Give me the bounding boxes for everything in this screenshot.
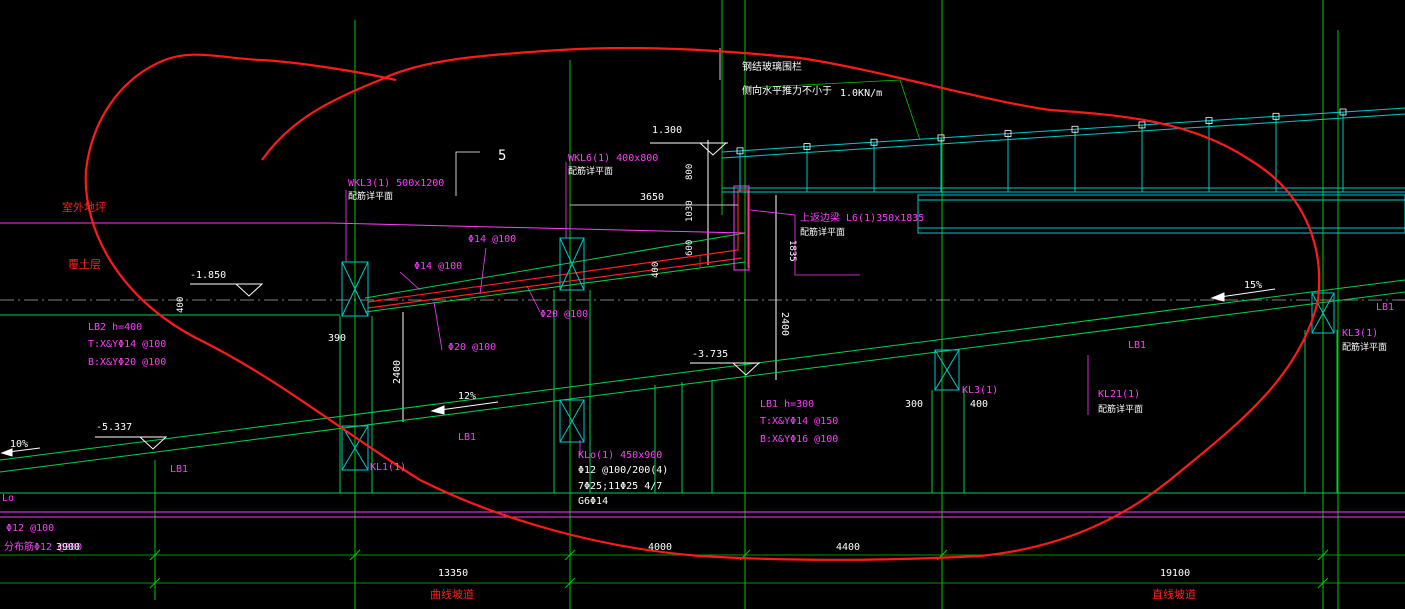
elevation-markers <box>95 142 761 450</box>
axis-lines <box>154 0 1339 609</box>
edge-beam-l6-note: 配筋详平面 <box>800 226 845 238</box>
guardrail-post-cap <box>1004 130 1012 137</box>
rebar-14-100-a: Φ14 @100 <box>468 234 516 245</box>
slope-12: 12% <box>458 391 476 402</box>
klo-label: KLo(1) 450x900 <box>578 450 662 461</box>
guardrail-post-cap <box>937 134 945 142</box>
outdoor-grade-label: 室外地坪 <box>62 200 106 214</box>
section-number: 5 <box>498 148 506 164</box>
dim-3900: 3900 <box>56 542 80 553</box>
klo-main-bars: 7Φ25;11Φ25 4/7 <box>578 481 662 492</box>
lb1-label-low: LB1 <box>458 432 476 443</box>
lb2-top-rebar: T:X&YΦ14 @100 <box>88 339 166 350</box>
edge-beam-l6-label: 上返边梁 L6(1)350x1835 <box>800 211 924 224</box>
lb1-label-far-right: LB1 <box>1376 302 1394 313</box>
guardrail-post-cap <box>870 138 878 146</box>
lb2-bottom-rebar: B:X&YΦ20 @100 <box>88 357 166 368</box>
guardrail-load: 侧向水平推力不小于 <box>742 84 832 97</box>
lb1-bottom-rebar: B:X&YΦ16 @100 <box>760 434 838 445</box>
kl1-label: KL1(1) <box>370 462 406 473</box>
rebar-20-100-a: Φ20 @100 <box>540 309 588 320</box>
kl3-mid-label: KL3(1) <box>962 385 998 396</box>
guardrail-load-value: 1.0KN/m <box>840 88 882 99</box>
dim-1030: 1030 <box>685 200 695 222</box>
straight-ramp-label: 直线坡道 <box>1152 587 1196 601</box>
edge-beam-l6 <box>733 185 750 271</box>
lo-label: Lo <box>2 493 14 504</box>
dim-400-mid: 400 <box>651 262 661 278</box>
wkl6-note: 配筋详平面 <box>568 165 613 177</box>
guardrail-post-cap <box>1071 125 1079 133</box>
guardrail-posts <box>736 108 1347 192</box>
dim-600: 600 <box>685 240 695 256</box>
guardrail-post-cap <box>1205 117 1213 125</box>
lo-distribution-bars: 分布筋Φ12 @200 <box>4 540 82 553</box>
slope-10: 10% <box>10 439 28 450</box>
dim-390: 390 <box>328 333 346 344</box>
leader-lines <box>345 162 1089 455</box>
klo-stirrups: Φ12 @100/200(4) <box>578 465 668 476</box>
dim-300: 300 <box>905 399 923 410</box>
rebar-14-100-b: Φ14 @100 <box>414 261 462 272</box>
kl21-label: KL21(1) <box>1098 389 1140 400</box>
lb1-top-rebar: T:X&YΦ14 @150 <box>760 416 838 427</box>
fill-soil-label: 覆土层 <box>68 258 101 271</box>
elevation-1850: -1.850 <box>190 270 226 281</box>
lb2-title: LB2 h=400 <box>88 322 142 333</box>
rebar-lines <box>367 189 749 309</box>
guardrail-post-cap <box>1339 108 1347 116</box>
dim-1835: 1835 <box>787 240 797 262</box>
kl3-right-note: 配筋详平面 <box>1342 341 1387 353</box>
dim-4000: 4000 <box>648 542 672 553</box>
curved-ramp-label: 曲线坡道 <box>430 587 474 601</box>
glass-guardrail <box>721 107 1405 234</box>
lb1-label-right-upper: LB1 <box>1128 340 1146 351</box>
wkl6-label: WKL6(1) 400x800 <box>568 153 658 164</box>
wkl3-label: WKL3(1) 500x1200 <box>348 178 444 189</box>
slope-arrows <box>0 288 1276 457</box>
guardrail-post-cap <box>803 143 811 150</box>
guardrail-post-cap <box>736 147 744 155</box>
elevation-top: 1.300 <box>652 125 682 136</box>
dim-400-right: 400 <box>970 399 988 410</box>
rebar-20-100-b: Φ20 @100 <box>448 342 496 353</box>
lo-rebar: Φ12 @100 <box>6 523 54 534</box>
white-leaders <box>455 48 921 206</box>
columns <box>339 237 1338 493</box>
dim-400-left: 400 <box>176 297 186 313</box>
guardrail-post-cap <box>1138 121 1146 129</box>
dim-2400-right: 2400 <box>779 312 790 336</box>
lb1-label-left: LB1 <box>170 464 188 475</box>
slope-15: 15% <box>1244 280 1262 291</box>
dim-13350: 13350 <box>438 568 468 579</box>
kl21-note: 配筋详平面 <box>1098 403 1143 415</box>
klo-side-bars: G6Φ14 <box>578 496 608 507</box>
horizontal-lines <box>0 222 1405 584</box>
dim-4400: 4400 <box>836 542 860 553</box>
elevation-3735: -3.735 <box>692 349 728 360</box>
guardrail-title: 钢结玻璃围栏 <box>742 60 802 73</box>
sloped-slabs <box>0 232 1405 473</box>
dim-3650: 3650 <box>640 192 664 203</box>
wkl3-note: 配筋详平面 <box>348 190 393 202</box>
dim-19100: 19100 <box>1160 568 1190 579</box>
dim-800: 800 <box>685 164 695 180</box>
dim-2400-left: 2400 <box>392 360 403 384</box>
elevation-5337: -5.337 <box>96 422 132 433</box>
lb1-title: LB1 h=300 <box>760 399 814 410</box>
guardrail-post-cap <box>1272 112 1280 120</box>
kl3-right-label: KL3(1) <box>1342 328 1378 339</box>
hand-drawn-markup-ellipse <box>84 46 1321 561</box>
